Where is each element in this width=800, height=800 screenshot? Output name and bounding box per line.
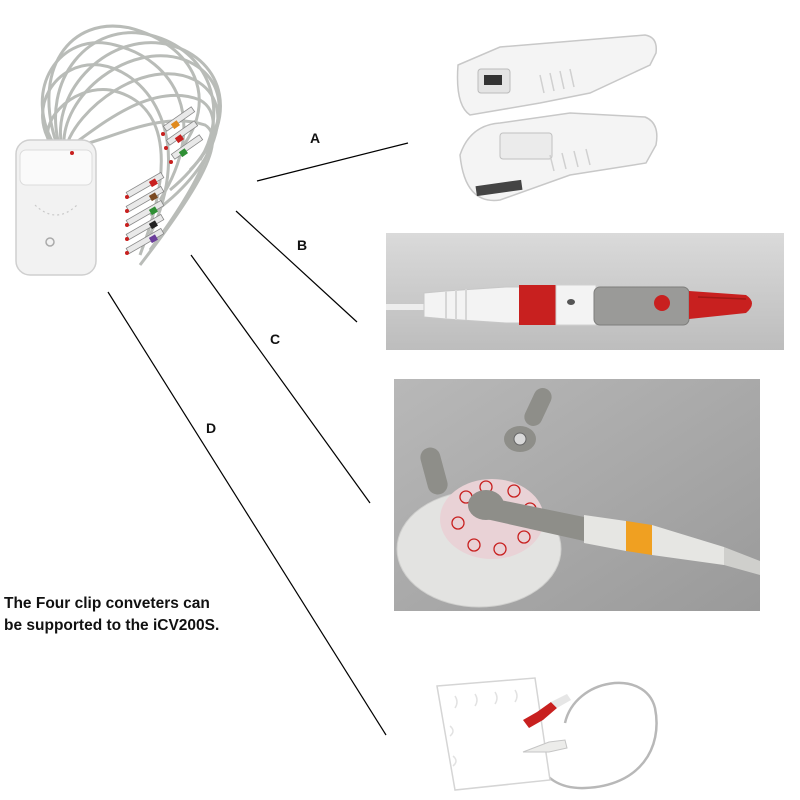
caption: The Four clip conveters can be supported… <box>4 593 304 637</box>
banana-plug-adapter-icon <box>386 233 784 350</box>
caption-line-2: be supported to the iCV200S. <box>4 617 220 634</box>
alligator-clip-adapter-icon <box>456 34 658 202</box>
caption-line-1: The Four clip conveters can <box>4 595 210 612</box>
label-b: B <box>297 237 308 253</box>
line-a <box>256 142 409 182</box>
tab-electrode-adapter-icon <box>436 677 658 791</box>
line-d <box>107 291 387 736</box>
label-c: C <box>270 331 281 347</box>
ecg-recorder-icon <box>15 24 222 276</box>
label-d: D <box>206 420 217 436</box>
line-b <box>235 210 358 323</box>
line-c <box>190 254 371 504</box>
label-a: A <box>310 130 321 146</box>
snap-electrode-adapter-icon <box>394 379 760 611</box>
